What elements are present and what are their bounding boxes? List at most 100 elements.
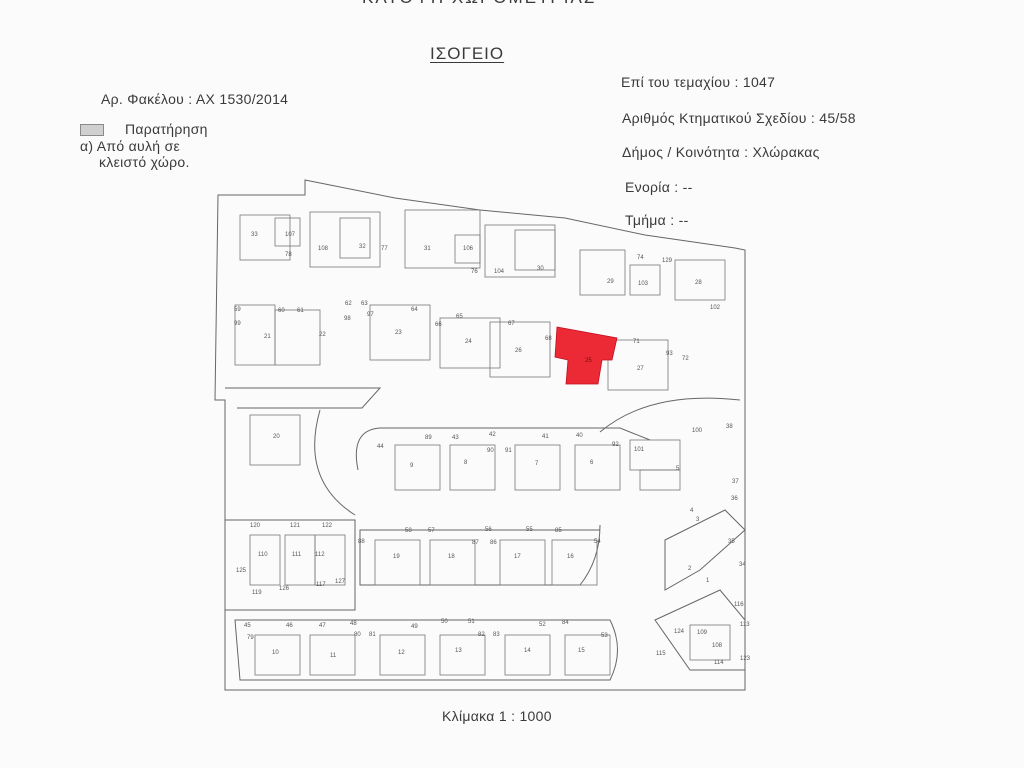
- row2-buildings: [234, 304, 669, 391]
- unit-label: 45: [244, 623, 251, 629]
- unit-label: 36: [731, 496, 738, 502]
- unit-label: 97: [367, 312, 374, 318]
- legend-title: Παρατήρηση: [125, 121, 208, 137]
- unit-label: 43: [452, 435, 459, 441]
- unit-label: 32: [359, 244, 366, 250]
- section: Τμήμα : --: [625, 212, 689, 228]
- unit-label: 78: [285, 252, 292, 258]
- unit-label: 12: [398, 650, 405, 656]
- unit-label: 13: [455, 648, 462, 654]
- unit-label: 34: [739, 562, 746, 568]
- unit-label: 51: [468, 619, 475, 625]
- unit-label: 86: [490, 540, 497, 546]
- legend-swatch: [80, 124, 104, 136]
- unit-label: 103: [638, 281, 649, 287]
- unit-label: 30: [537, 266, 544, 272]
- unit-label: 55: [526, 527, 533, 533]
- unit-label: 46: [286, 623, 293, 629]
- unit-label: 29: [607, 279, 614, 285]
- unit-label: 15: [578, 648, 585, 654]
- unit-label: 81: [369, 632, 376, 638]
- unit-label: 120: [250, 523, 261, 529]
- unit-label: 80: [354, 632, 361, 638]
- unit-label: 114: [714, 660, 724, 666]
- unit-label: 7: [535, 461, 539, 467]
- unit-label: 20: [273, 434, 280, 440]
- unit-label: 100: [692, 428, 703, 434]
- unit-label: 56: [485, 527, 492, 533]
- unit-label: 122: [322, 523, 333, 529]
- unit-label: 22: [319, 332, 326, 338]
- unit-label: 88: [358, 539, 365, 545]
- row3-buildings: [394, 439, 681, 491]
- unit-label: 41: [542, 434, 549, 440]
- unit-label: 127: [335, 579, 346, 585]
- unit-label: 16: [567, 554, 574, 560]
- unit-label: 85: [555, 528, 562, 534]
- unit-label: 121: [290, 523, 301, 529]
- unit-label: 104: [494, 269, 505, 275]
- parish: Ενορία : --: [625, 179, 693, 195]
- unit-label: 74: [637, 255, 644, 261]
- unit-label: 23: [395, 330, 402, 336]
- unit-label: 123: [740, 656, 751, 662]
- unit-label: 18: [448, 554, 455, 560]
- unit-label: 42: [489, 432, 496, 438]
- unit-label: 129: [662, 258, 673, 264]
- unit-label: 90: [487, 448, 494, 454]
- unit-label: 8: [464, 460, 468, 466]
- unit-label: 64: [411, 307, 418, 313]
- unit-label: 59: [234, 307, 241, 313]
- unit-label: 2: [688, 566, 692, 572]
- unit-label: 49: [411, 624, 418, 630]
- unit-label: 53: [601, 633, 608, 639]
- row5-buildings: [254, 624, 731, 676]
- unit-label: 63: [361, 301, 368, 307]
- plot-number: Επί του τεμαχίου : 1047: [621, 74, 776, 90]
- municipality: Δήμος / Κοινότητα : Χλώρακας: [622, 144, 820, 160]
- unit-label: 79: [247, 635, 254, 641]
- unit-label: 54: [594, 539, 601, 545]
- highlighted-unit-label: 25: [585, 358, 592, 364]
- scale-label: Κλίμακα 1 : 1000: [442, 708, 552, 724]
- unit-label: 111: [292, 552, 302, 558]
- unit-label: 92: [612, 442, 619, 448]
- unit-label: 110: [258, 552, 268, 558]
- unit-label: 1: [706, 578, 710, 584]
- unit-label: 14: [524, 648, 531, 654]
- unit-label: 109: [697, 630, 708, 636]
- unit-label: 124: [674, 629, 685, 635]
- unit-label: 83: [493, 632, 500, 638]
- unit-label: 19: [393, 554, 400, 560]
- unit-label: 40: [576, 433, 583, 439]
- unit-label: 6: [590, 460, 594, 466]
- plot-labels: 33 107 78 108 32 77 31 106 76 104 30 74 …: [234, 232, 751, 666]
- unit-label: 87: [472, 540, 479, 546]
- cadastral-plan-number: Αριθμός Κτηματικού Σχεδίου : 45/58: [622, 110, 856, 126]
- unit-label: 44: [377, 444, 384, 450]
- unit-label: 65: [456, 314, 463, 320]
- unit-label: 126: [279, 586, 290, 592]
- unit-label: 3: [696, 517, 700, 523]
- unit-label: 119: [252, 590, 262, 596]
- unit-label: 98: [344, 316, 351, 322]
- unit-label: 66: [435, 322, 442, 328]
- unit-label: 62: [345, 301, 352, 307]
- unit-label: 58: [405, 528, 412, 534]
- unit-label: 102: [710, 305, 721, 311]
- unit-label: 125: [236, 568, 247, 574]
- unit-label: 67: [508, 321, 515, 327]
- unit-label: 91: [505, 448, 512, 454]
- unit-label: 107: [285, 232, 296, 238]
- unit-label: 72: [682, 356, 689, 362]
- unit-label: 38: [726, 424, 733, 430]
- unit-label: 35: [728, 539, 735, 545]
- unit-label: 57: [428, 528, 435, 534]
- unit-label: 9: [410, 463, 414, 469]
- top-row-buildings: [239, 209, 726, 301]
- unit-label: 10: [272, 650, 279, 656]
- unit-label: 115: [656, 651, 666, 657]
- unit-label: 82: [478, 632, 485, 638]
- unit-label: 117: [316, 582, 326, 588]
